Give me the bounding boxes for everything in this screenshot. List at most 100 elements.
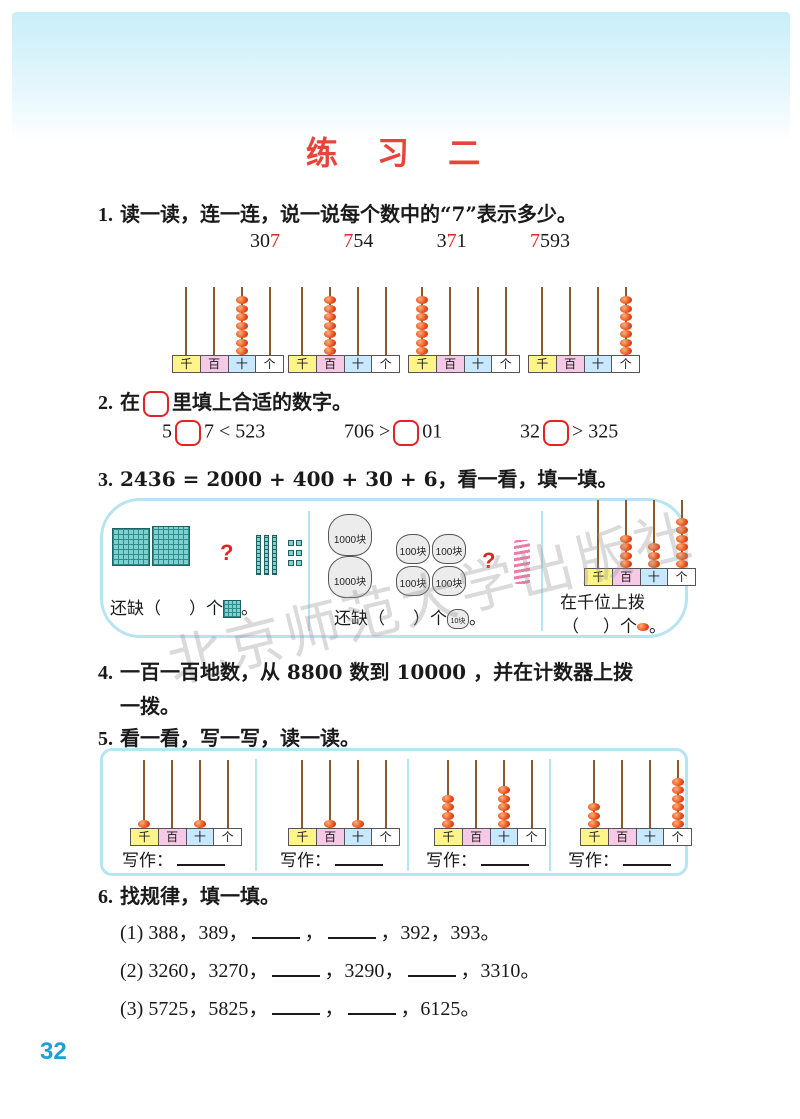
- abacus-bead[interactable]: [588, 803, 600, 811]
- abacus-bead[interactable]: [676, 517, 688, 526]
- answer-blank[interactable]: [252, 921, 301, 939]
- unit-cube-icon: [296, 560, 302, 566]
- money-bag-100-icon: 100块: [432, 566, 466, 596]
- abacus-rod-hundreds: [213, 287, 215, 355]
- thousand-cube-icon: [152, 526, 190, 566]
- abacus-bead[interactable]: [498, 803, 510, 811]
- answer-blank[interactable]: [408, 959, 457, 977]
- answer-box-3[interactable]: [543, 420, 569, 446]
- abacus-bead[interactable]: [416, 313, 428, 321]
- abacus-bead[interactable]: [648, 543, 660, 551]
- abacus-bead[interactable]: [588, 811, 600, 820]
- abacus-bead[interactable]: [324, 820, 336, 828]
- abacus-bead[interactable]: [236, 313, 248, 321]
- abacus-bead[interactable]: [442, 811, 454, 820]
- abacus-bead[interactable]: [138, 820, 150, 828]
- place-label-hundreds: 百: [316, 356, 345, 372]
- abacus-rod-ones: [385, 287, 387, 355]
- abacus-bead[interactable]: [236, 296, 248, 304]
- abacus-bead[interactable]: [620, 551, 632, 560]
- money-bag-1000-icon: 1000块: [328, 514, 372, 556]
- abacus-bead[interactable]: [648, 551, 660, 560]
- abacus-bead[interactable]: [416, 347, 428, 355]
- abacus-bead[interactable]: [672, 777, 684, 786]
- abacus-bead[interactable]: [676, 551, 688, 560]
- abacus-bead[interactable]: [648, 560, 660, 568]
- abacus-bead[interactable]: [672, 820, 684, 828]
- abacus-bead[interactable]: [236, 321, 248, 330]
- unit-cube-icon: [296, 550, 302, 556]
- answer-blank[interactable]: [623, 848, 671, 866]
- money-bag-100-icon: 100块: [396, 566, 430, 596]
- abacus-bead[interactable]: [620, 321, 632, 330]
- abacus-bead[interactable]: [620, 543, 632, 551]
- abacus-bead[interactable]: [442, 820, 454, 828]
- abacus-bead[interactable]: [416, 304, 428, 313]
- abacus-bead[interactable]: [416, 321, 428, 330]
- abacus-bead[interactable]: [236, 347, 248, 355]
- abacus-bead[interactable]: [672, 786, 684, 794]
- abacus-bead[interactable]: [236, 304, 248, 313]
- q1-number: 754: [343, 230, 374, 252]
- abacus-bead[interactable]: [498, 820, 510, 828]
- answer-blank[interactable]: [272, 959, 321, 977]
- answer-box-1[interactable]: [175, 420, 201, 446]
- abacus-bead[interactable]: [416, 330, 428, 338]
- abacus-bead[interactable]: [588, 820, 600, 828]
- abacus-bead[interactable]: [676, 534, 688, 543]
- abacus-bead[interactable]: [498, 786, 510, 794]
- abacus-bead[interactable]: [236, 330, 248, 338]
- abacus-bead[interactable]: [416, 338, 428, 347]
- abacus-bead[interactable]: [620, 560, 632, 568]
- abacus-bead[interactable]: [676, 543, 688, 551]
- abacus-bead[interactable]: [620, 330, 632, 338]
- abacus-rods: [408, 287, 520, 355]
- abacus-bead[interactable]: [324, 313, 336, 321]
- abacus-bead[interactable]: [620, 313, 632, 321]
- place-label-ones: 个: [256, 356, 283, 372]
- abacus-bead[interactable]: [442, 803, 454, 811]
- abacus-bead[interactable]: [498, 811, 510, 820]
- abacus-rod-thousands: [185, 287, 187, 355]
- place-label-tens: 十: [344, 829, 373, 845]
- answer-box-2[interactable]: [393, 420, 420, 446]
- abacus-bead[interactable]: [620, 534, 632, 543]
- abacus-bead[interactable]: [672, 811, 684, 820]
- abacus-bead[interactable]: [324, 338, 336, 347]
- answer-blank[interactable]: [481, 848, 529, 866]
- abacus-bead[interactable]: [324, 347, 336, 355]
- page-number: 32: [40, 1038, 67, 1065]
- abacus-bead[interactable]: [352, 820, 364, 828]
- place-label-ones: 个: [668, 569, 695, 585]
- answer-blank[interactable]: [328, 921, 377, 939]
- abacus-bead[interactable]: [442, 794, 454, 803]
- place-label-hundreds: 百: [158, 829, 187, 845]
- abacus-bead[interactable]: [324, 321, 336, 330]
- abacus-bead[interactable]: [676, 560, 688, 568]
- abacus-bead[interactable]: [620, 347, 632, 355]
- q5-text: 5. 看一看，写一写，读一读。: [98, 726, 360, 750]
- abacus-bead[interactable]: [236, 338, 248, 347]
- abacus-bead[interactable]: [416, 296, 428, 304]
- answer-blank[interactable]: [348, 997, 397, 1015]
- money-bag-100-icon: 100块: [396, 534, 430, 564]
- abacus-bead[interactable]: [620, 304, 632, 313]
- q5-abacus-1: 千百十个: [130, 760, 242, 850]
- place-label-tens: 十: [186, 829, 215, 845]
- abacus-bead[interactable]: [620, 296, 632, 304]
- abacus-place-labels: 千百十个: [528, 355, 640, 373]
- place-label-tens: 十: [584, 356, 613, 372]
- abacus-bead[interactable]: [324, 330, 336, 338]
- abacus-bead[interactable]: [672, 794, 684, 803]
- abacus-bead[interactable]: [324, 296, 336, 304]
- answer-blank[interactable]: [272, 997, 321, 1015]
- answer-blank[interactable]: [335, 848, 383, 866]
- abacus-bead[interactable]: [672, 803, 684, 811]
- abacus-bead[interactable]: [324, 304, 336, 313]
- abacus-rod-ones: [681, 500, 683, 568]
- abacus-bead[interactable]: [620, 338, 632, 347]
- abacus-bead[interactable]: [498, 794, 510, 803]
- abacus-bead[interactable]: [676, 526, 688, 534]
- answer-blank[interactable]: [177, 848, 225, 866]
- abacus-bead[interactable]: [194, 820, 206, 828]
